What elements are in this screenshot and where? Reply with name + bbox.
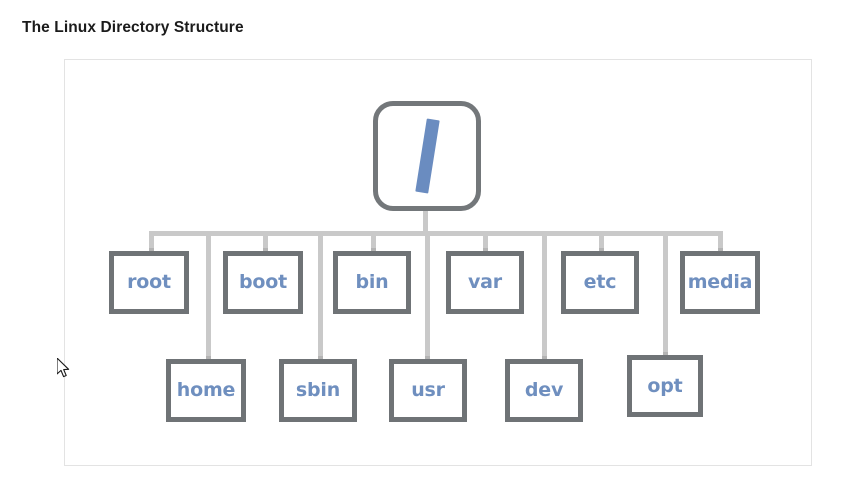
connector-drop-bin xyxy=(371,231,376,251)
connector-cap-sbin xyxy=(318,356,323,361)
connector-branch-sbin xyxy=(318,231,323,359)
page-title: The Linux Directory Structure xyxy=(22,19,244,36)
node-label: var xyxy=(468,271,502,293)
node-usr[interactable]: usr xyxy=(389,359,467,422)
diagram-canvas: root boot bin var etc media home sbin us… xyxy=(64,59,812,466)
connector-branch-dev xyxy=(542,231,547,359)
connector-drop-etc xyxy=(599,231,604,251)
connector-cap-usr xyxy=(425,356,430,361)
connector-cap-root xyxy=(149,248,154,253)
connector-cap-var xyxy=(483,248,488,253)
connector-cap-media xyxy=(718,248,723,253)
connector-drop-boot xyxy=(263,231,268,251)
root-slash-icon xyxy=(415,118,440,194)
node-label: bin xyxy=(355,271,389,293)
node-home[interactable]: home xyxy=(166,359,246,422)
connector-cap-opt xyxy=(663,352,668,357)
node-label: opt xyxy=(647,374,683,397)
connector-cap-bin xyxy=(371,248,376,253)
node-label: media xyxy=(687,271,753,293)
connector-drop-media xyxy=(718,231,723,251)
node-label: home xyxy=(176,379,236,401)
node-label: boot xyxy=(239,271,287,293)
node-bin[interactable]: bin xyxy=(333,251,411,314)
node-dev[interactable]: dev xyxy=(505,359,583,422)
connector-cap-home xyxy=(206,356,211,361)
connector-branch-usr xyxy=(425,231,430,359)
connector-bus xyxy=(149,231,723,236)
connector-root-stem xyxy=(423,211,428,233)
node-root[interactable]: root xyxy=(109,251,189,314)
node-label: usr xyxy=(411,379,445,401)
connector-branch-opt xyxy=(663,231,668,355)
node-label: root xyxy=(127,271,171,293)
node-label: dev xyxy=(524,379,564,401)
connector-drop-root xyxy=(149,231,154,251)
connector-drop-var xyxy=(483,231,488,251)
connector-cap-boot xyxy=(263,248,268,253)
node-sbin[interactable]: sbin xyxy=(279,359,357,422)
node-label: sbin xyxy=(295,379,341,401)
node-opt[interactable]: opt xyxy=(627,355,703,417)
node-media[interactable]: media xyxy=(680,251,760,314)
connector-cap-etc xyxy=(599,248,604,253)
node-boot[interactable]: boot xyxy=(223,251,303,314)
node-root-directory[interactable] xyxy=(373,101,481,211)
node-var[interactable]: var xyxy=(446,251,524,314)
connector-branch-home xyxy=(206,231,211,359)
connector-cap-dev xyxy=(542,356,547,361)
node-etc[interactable]: etc xyxy=(561,251,639,314)
node-label: etc xyxy=(583,271,617,293)
